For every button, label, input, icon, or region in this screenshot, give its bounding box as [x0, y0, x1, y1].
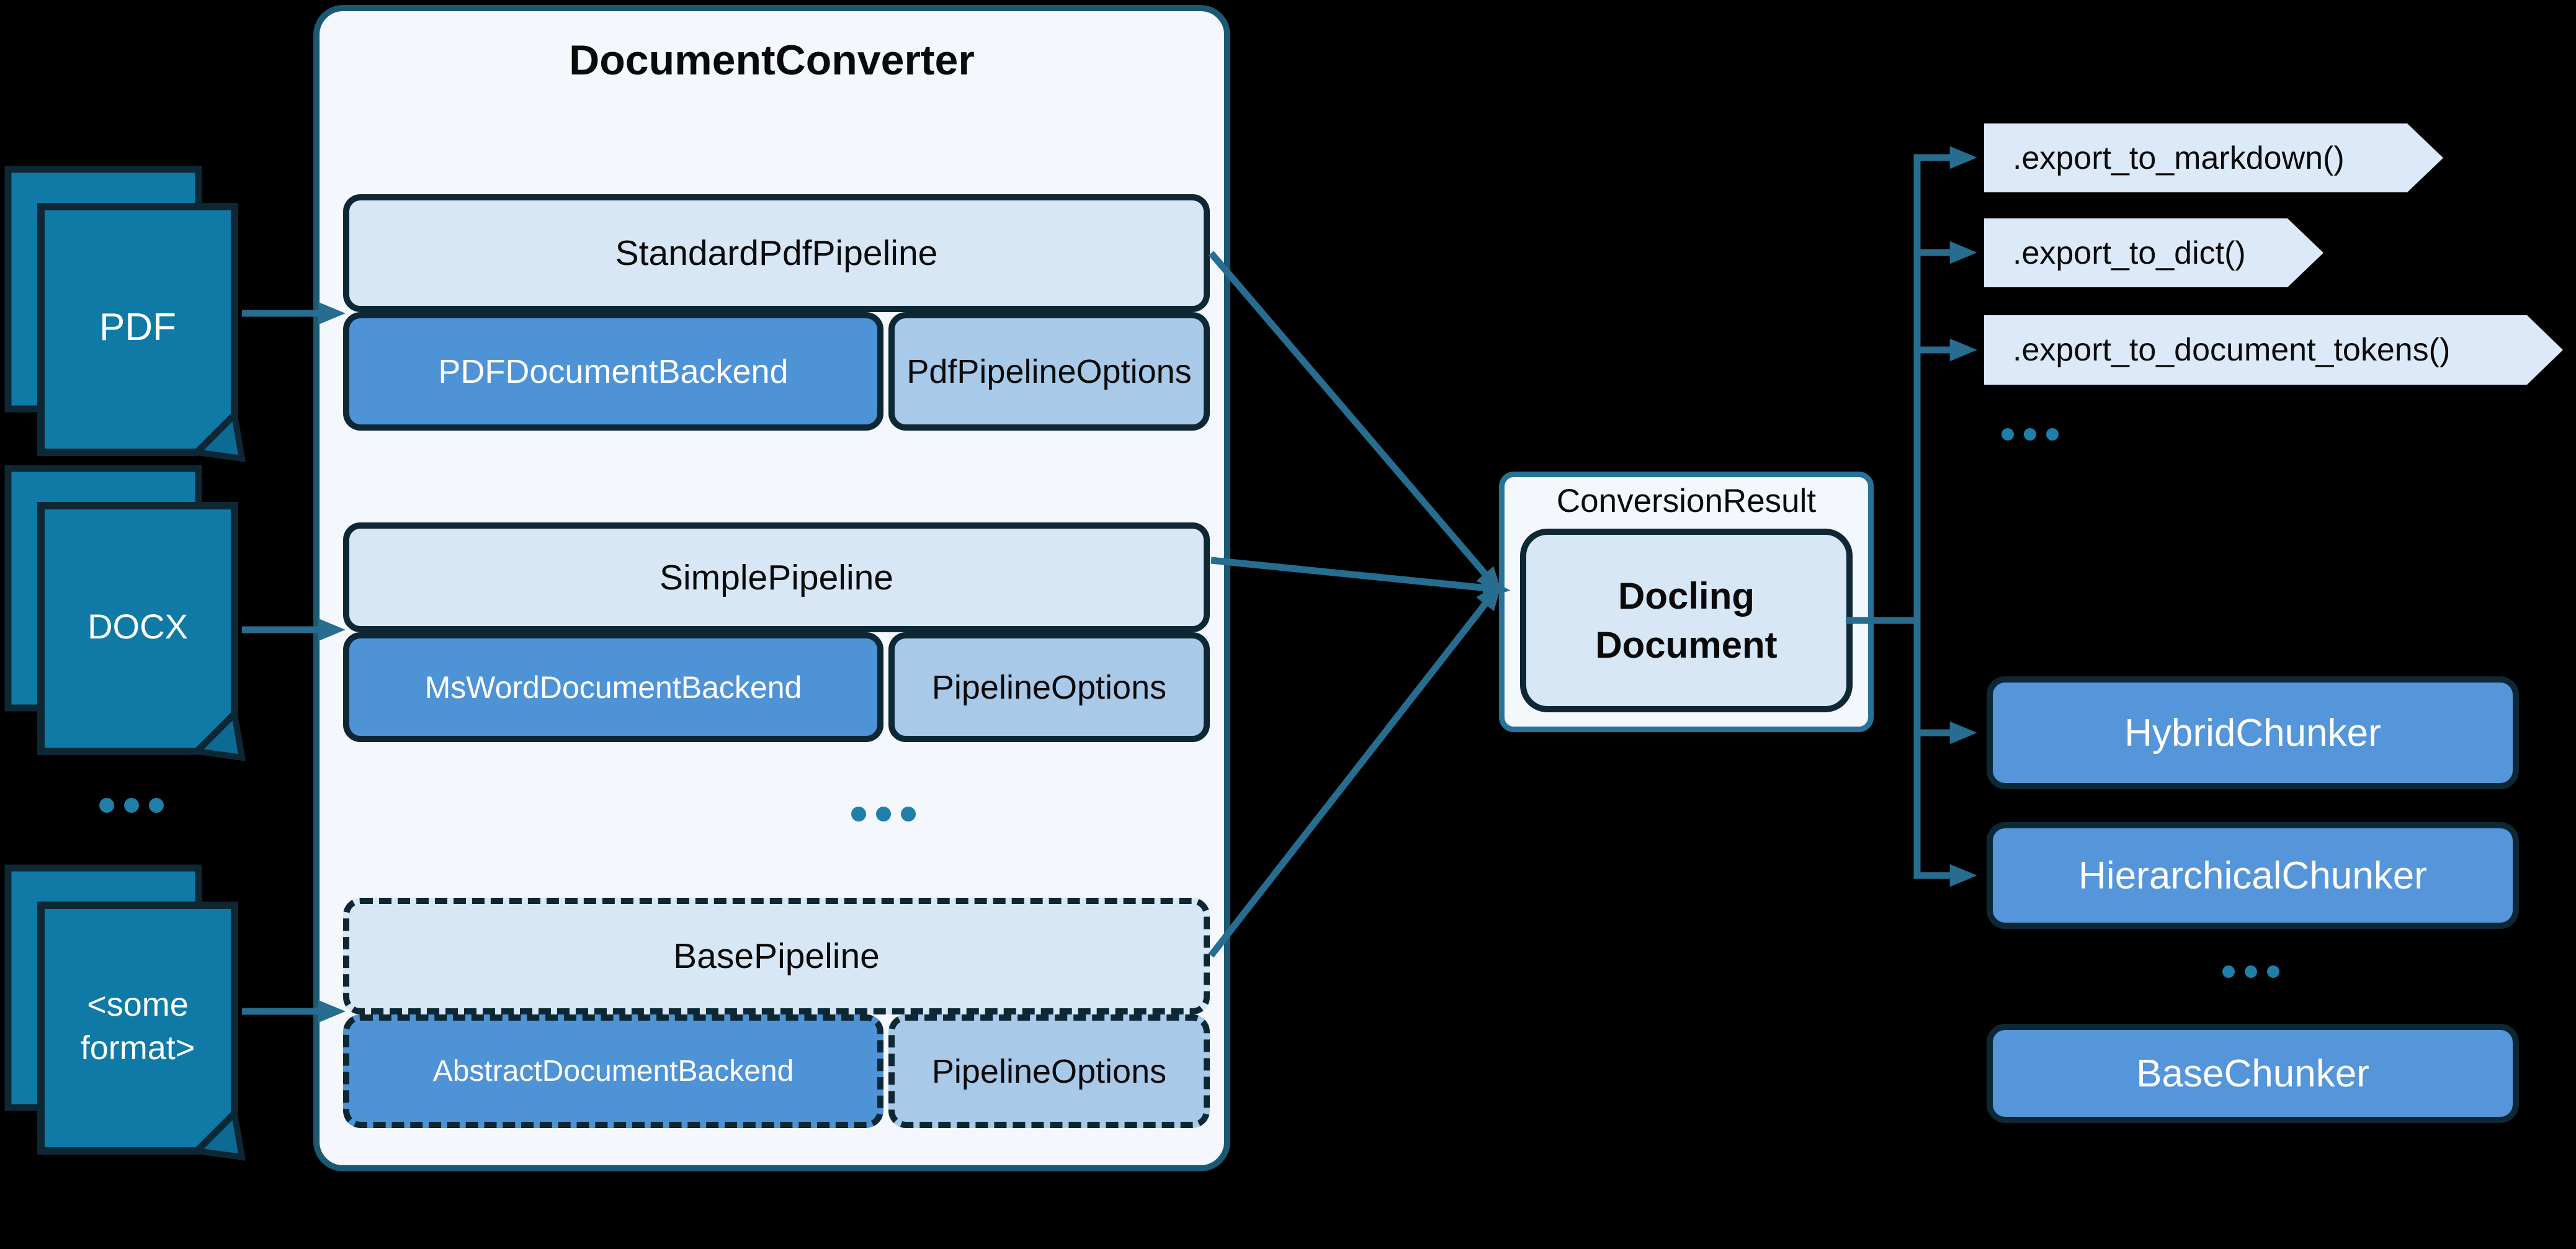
some-format-document-icon [4, 864, 246, 1161]
dot [901, 807, 916, 821]
some-format-line1: <some [87, 985, 189, 1023]
pdf-pipeline-options-box: PdfPipelineOptions [888, 312, 1210, 431]
exports-ellipsis [2001, 428, 2059, 441]
converter-ellipsis [851, 807, 916, 821]
dot [876, 807, 891, 821]
docx-label: DOCX [87, 606, 188, 646]
inputs-ellipsis [99, 798, 164, 813]
docling-document-box: Docling Document [1520, 529, 1853, 712]
some-format-page-fold [190, 1107, 246, 1161]
hierarchical-chunker-box: HierarchicalChunker [1987, 822, 2519, 929]
some-format-line2: format> [80, 1029, 195, 1067]
simple-pipeline-to-result-arrow [1210, 557, 1511, 599]
export-to-dict-chip: .export_to_dict() [1984, 218, 2323, 287]
dot [2001, 428, 2014, 441]
docling-document-line1: Docling [1618, 575, 1755, 617]
dot [2046, 428, 2059, 441]
abstract-document-backend-box: AbstractDocumentBackend [343, 1014, 883, 1128]
base-chunker-box: BaseChunker [1987, 1024, 2519, 1123]
base-pipeline-options-box: PipelineOptions [888, 1014, 1210, 1128]
pdf-page-fold [190, 408, 246, 462]
dot [2267, 965, 2279, 978]
hybrid-chunker-box: HybridChunker [1987, 676, 2519, 789]
docling-document-line2: Document [1595, 624, 1778, 666]
standard-pipeline-to-result-arrow [1208, 251, 1503, 594]
dot [2245, 965, 2257, 978]
export-to-document-tokens-chip: .export_to_document_tokens() [1984, 315, 2563, 385]
dot [99, 798, 114, 813]
trunk-to-hierarchical-chunker-line [1913, 620, 1977, 887]
base-pipeline-to-result-arrow [1208, 583, 1502, 958]
dot [851, 807, 866, 821]
docx-page-fold [190, 707, 246, 761]
dot [149, 798, 164, 813]
document-converter-title: DocumentConverter [569, 37, 975, 84]
docx-document-icon [4, 465, 246, 761]
simple-pipeline-box: SimplePipeline [343, 522, 1210, 632]
ms-word-document-backend-box: MsWordDocumentBackend [343, 632, 883, 742]
standard-pdf-pipeline-box: StandardPdfPipeline [343, 194, 1210, 312]
base-pipeline-box: BasePipeline [343, 898, 1210, 1014]
export-to-markdown-chip: .export_to_markdown() [1984, 123, 2443, 192]
dot [2024, 428, 2036, 441]
dot [2222, 965, 2235, 978]
conversion-result-label: ConversionResult [1556, 482, 1817, 519]
some-format-label: <some format> [41, 905, 235, 1147]
pdf-document-icon [4, 166, 246, 462]
pdf-document-backend-box: PDFDocumentBackend [343, 312, 883, 431]
chunkers-ellipsis [2222, 965, 2279, 978]
dot [124, 798, 139, 813]
pdf-label: PDF [99, 305, 176, 349]
pipeline-options-box: PipelineOptions [888, 632, 1210, 742]
docling-architecture-diagram: PDF DOCX <some format> DocumentConverter… [4, 5, 2576, 1171]
